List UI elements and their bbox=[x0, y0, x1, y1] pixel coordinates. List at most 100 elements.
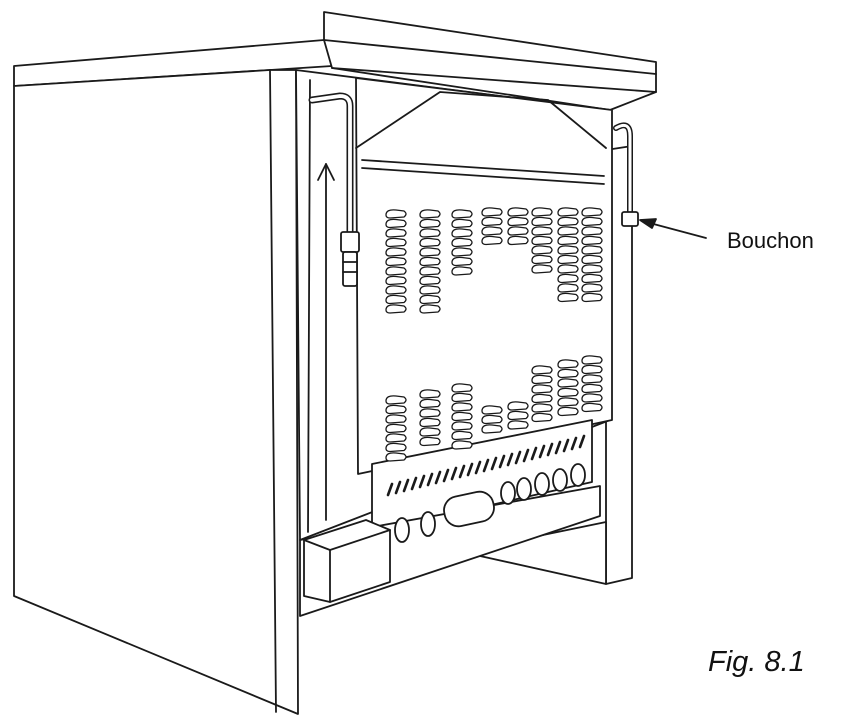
knob-holes bbox=[394, 463, 586, 543]
louvre-slot bbox=[581, 402, 603, 413]
louvre-slot bbox=[531, 216, 553, 227]
louvre-slot bbox=[419, 398, 441, 409]
louvre-slot bbox=[531, 245, 553, 255]
callout-label-bouchon: Bouchon bbox=[727, 228, 814, 253]
louvre-slot bbox=[385, 433, 407, 443]
louvre-slot bbox=[581, 207, 603, 217]
louvre-slot bbox=[385, 218, 407, 229]
louvre-slot bbox=[557, 397, 579, 407]
louvre-slot bbox=[581, 226, 603, 236]
louvre-slot bbox=[385, 442, 407, 453]
louvre-slot bbox=[557, 235, 579, 246]
louvre-slot bbox=[451, 218, 473, 229]
louvre-slot bbox=[481, 424, 503, 434]
louvre-slot bbox=[481, 226, 503, 236]
left-side-panel bbox=[13, 69, 299, 715]
plug-cap bbox=[621, 211, 639, 227]
louvre-slot bbox=[531, 365, 553, 375]
louvre-slot bbox=[451, 266, 473, 276]
louvre-slot bbox=[557, 264, 579, 274]
louvre-slot bbox=[557, 406, 579, 417]
louvre-slot bbox=[419, 436, 441, 447]
louvre-slot bbox=[451, 228, 473, 238]
louvre-slot bbox=[531, 403, 553, 413]
louvre-slot bbox=[531, 393, 553, 404]
louvre-slot bbox=[581, 235, 603, 246]
louvre-slot bbox=[557, 273, 579, 284]
louvre-slot bbox=[451, 256, 473, 267]
louvre-slot bbox=[451, 430, 473, 441]
louvre-slot bbox=[557, 245, 579, 255]
louvre-slot bbox=[581, 216, 603, 227]
louvre-slot bbox=[419, 275, 441, 286]
louvre-slot bbox=[419, 218, 441, 229]
louvre-slot bbox=[581, 364, 603, 375]
louvre-slot bbox=[557, 207, 579, 217]
louvre-slot bbox=[419, 417, 441, 428]
louvre-slot bbox=[385, 237, 407, 248]
louvre-slot bbox=[419, 427, 441, 437]
louvre-slot bbox=[581, 273, 603, 284]
louvre-slot bbox=[385, 395, 407, 405]
louvre-slot bbox=[451, 209, 473, 219]
louvre-slot bbox=[419, 389, 441, 399]
louvre-slot bbox=[557, 378, 579, 388]
louvre-slot bbox=[557, 292, 579, 303]
gas-inlet-pipe bbox=[308, 92, 360, 521]
louvre-slot bbox=[507, 207, 529, 217]
louvre-slot bbox=[419, 228, 441, 238]
louvre-slot bbox=[451, 237, 473, 248]
louvre-slot bbox=[451, 392, 473, 403]
louvre-slot bbox=[581, 355, 603, 365]
louvre-slot bbox=[507, 216, 529, 227]
back-panel bbox=[355, 77, 613, 475]
louvre-slot bbox=[531, 254, 553, 265]
louvre-slot bbox=[419, 285, 441, 295]
louvre-slot bbox=[419, 256, 441, 267]
louvre-slot bbox=[481, 235, 503, 246]
louvre-slot bbox=[581, 393, 603, 403]
louvre-slot bbox=[385, 294, 407, 305]
louvre-slot bbox=[581, 264, 603, 274]
louvre-slot bbox=[557, 283, 579, 293]
ventilation-louvres bbox=[385, 207, 603, 462]
louvre-slot bbox=[385, 423, 407, 434]
louvre-slot bbox=[557, 226, 579, 236]
louvre-slot bbox=[385, 228, 407, 238]
louvre-slot bbox=[481, 405, 503, 415]
louvre-slot bbox=[419, 304, 441, 314]
louvre-slot bbox=[451, 421, 473, 431]
louvre-slot bbox=[481, 414, 503, 425]
louvre-slot bbox=[507, 226, 529, 236]
louvre-slot bbox=[419, 294, 441, 305]
louvre-slot bbox=[481, 207, 503, 217]
louvre-slot bbox=[531, 226, 553, 236]
louvre-slot bbox=[385, 404, 407, 415]
right-gas-pipe bbox=[613, 122, 639, 227]
louvre-slot bbox=[385, 256, 407, 267]
louvre-slot bbox=[385, 247, 407, 257]
louvre-slot bbox=[581, 374, 603, 384]
louvre-slot bbox=[385, 285, 407, 295]
louvre-slot bbox=[507, 420, 529, 430]
louvre-slot bbox=[581, 383, 603, 394]
louvre-slot bbox=[531, 384, 553, 394]
louvre-slot bbox=[581, 283, 603, 293]
junction-box bbox=[303, 519, 391, 603]
louvre-slot bbox=[451, 440, 473, 450]
louvre-slot bbox=[557, 387, 579, 398]
louvre-slot bbox=[507, 401, 529, 411]
louvre-slot bbox=[419, 247, 441, 257]
louvre-slot bbox=[531, 374, 553, 385]
louvre-slot bbox=[419, 408, 441, 418]
louvre-slot bbox=[581, 254, 603, 265]
louvre-slot bbox=[531, 264, 553, 274]
vent-slots bbox=[386, 434, 586, 497]
louvre-slot bbox=[557, 254, 579, 265]
louvre-slot bbox=[451, 402, 473, 412]
louvre-slot bbox=[531, 235, 553, 246]
louvre-slot bbox=[507, 235, 529, 246]
louvre-slot bbox=[419, 237, 441, 248]
louvre-slot bbox=[451, 247, 473, 257]
